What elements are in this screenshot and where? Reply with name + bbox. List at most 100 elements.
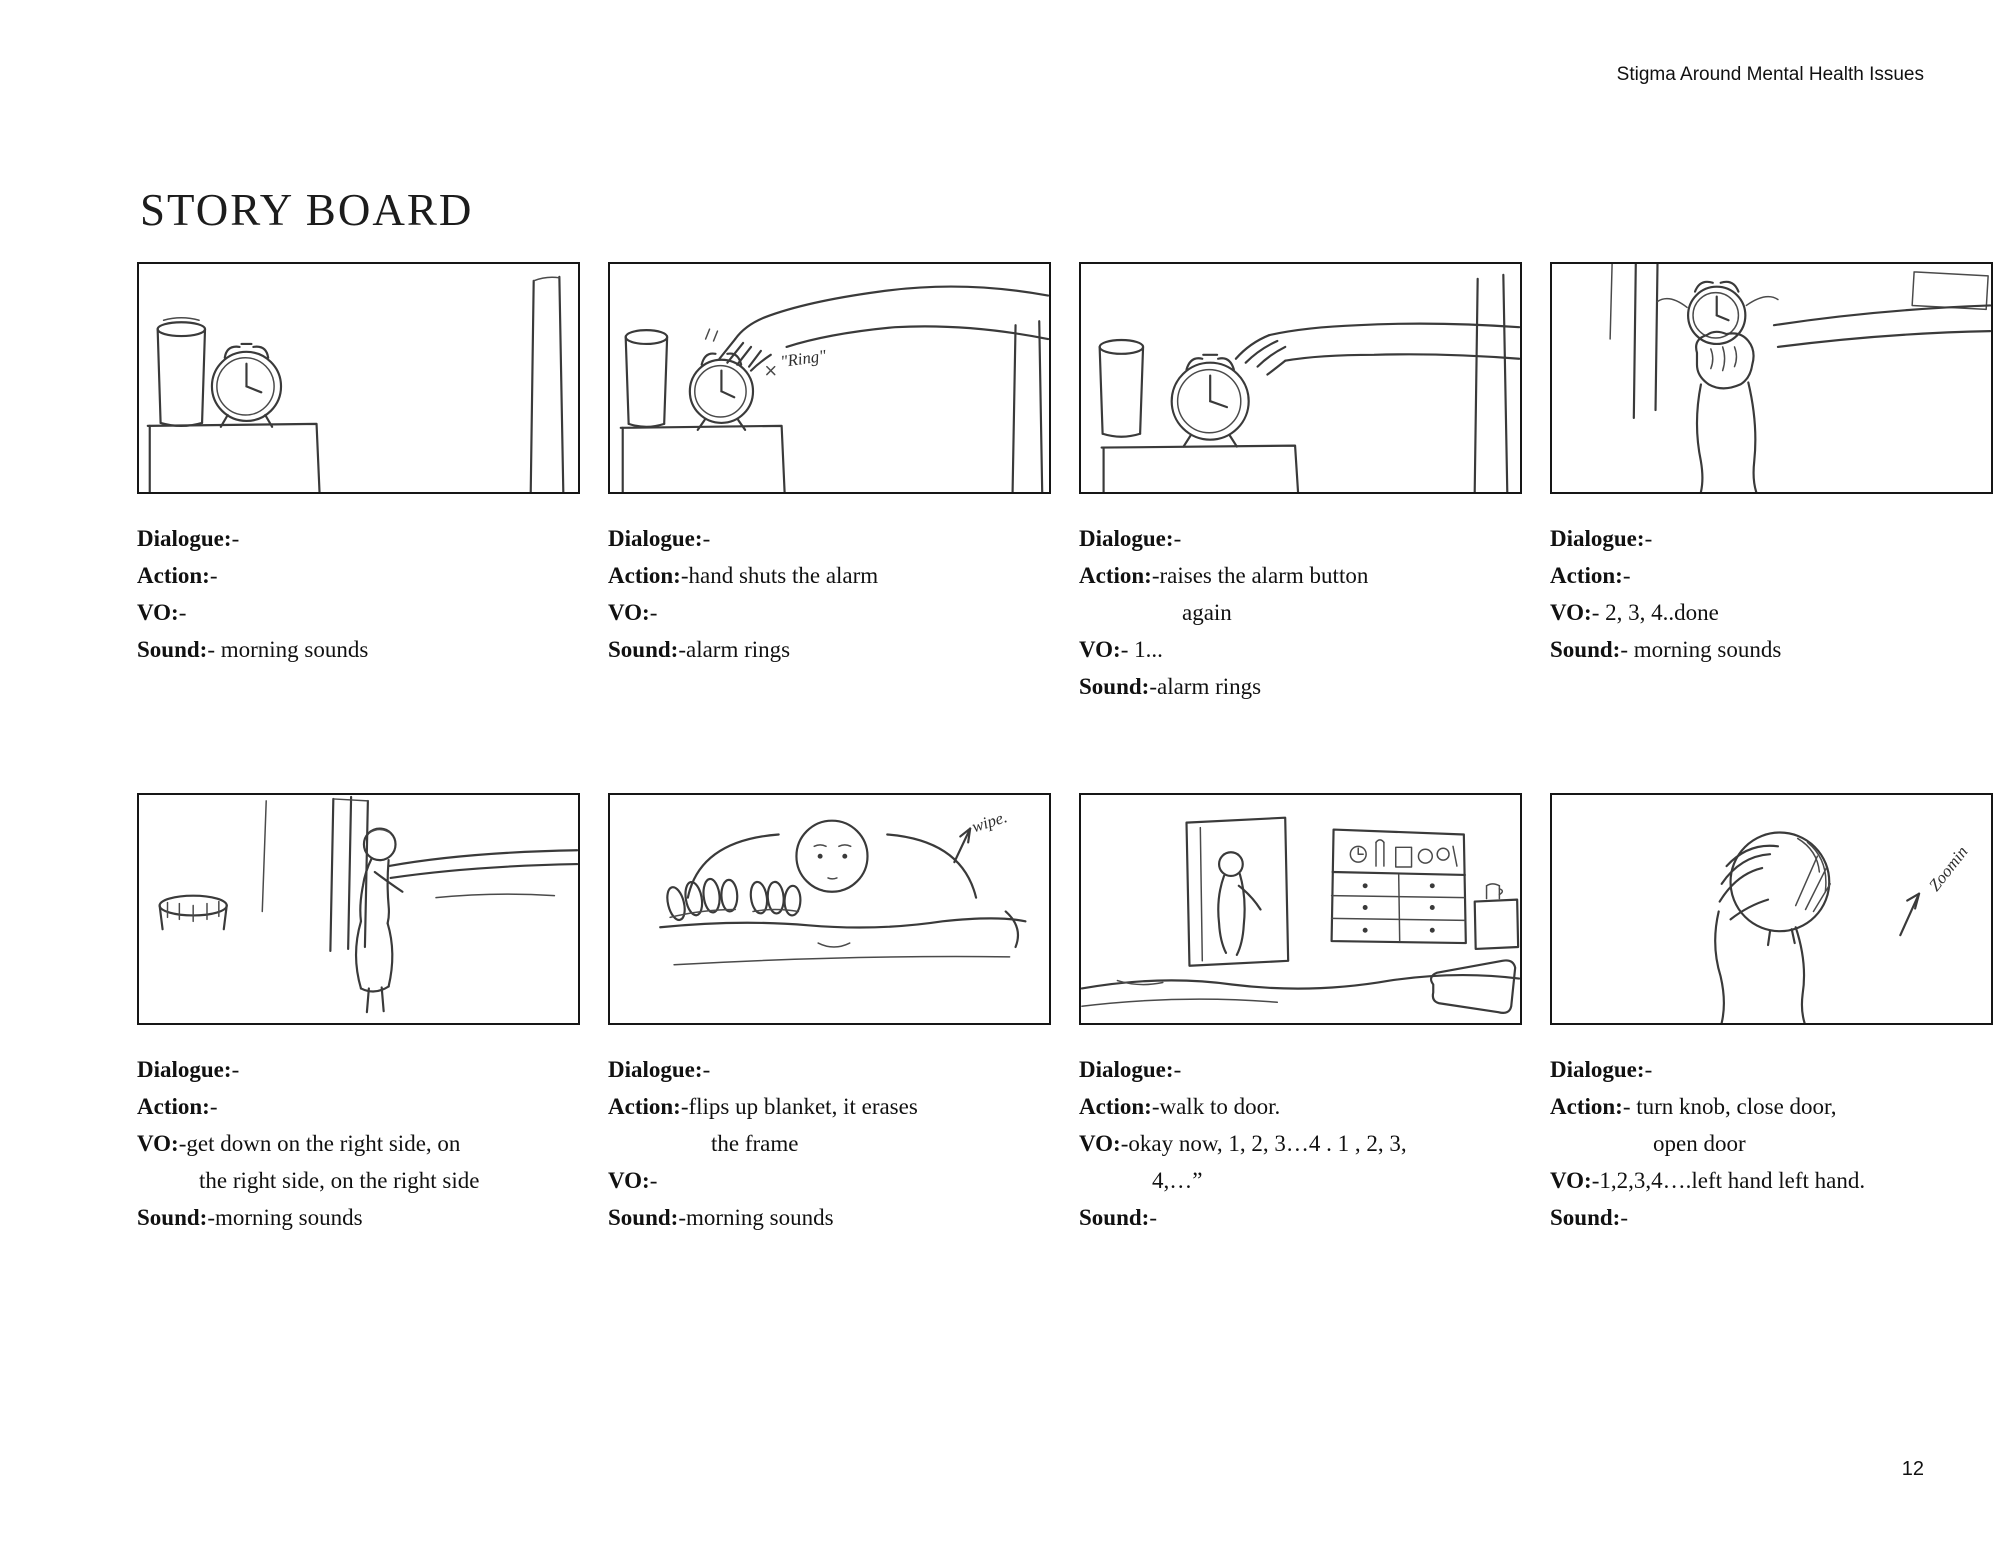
door-frame-drawing: [261, 795, 369, 953]
panel-notes: Dialogue:- Action:-raises the alarm butt…: [1079, 520, 1535, 705]
storyboard-panel-7: Dialogue:- Action:-walk to door. VO:-oka…: [1079, 793, 1535, 1236]
line-value: - 1...: [1120, 637, 1163, 662]
sketch-hand-shuts-alarm: "Ring": [619, 285, 1049, 492]
panel-sketch-frame: [137, 262, 580, 494]
line-value: -: [231, 1057, 240, 1082]
line-vo: VO:- 1...: [1079, 631, 1535, 668]
blanket-drawing: [659, 910, 1027, 966]
line-vo: VO:-okay now, 1, 2, 3…4 . 1 , 2, 3, 4,…”: [1079, 1125, 1535, 1199]
line-value: -: [1149, 1205, 1157, 1230]
line-vo: VO:-: [608, 594, 1064, 631]
door-frame-drawing: [1011, 320, 1044, 492]
line-action: Action:-: [137, 1088, 593, 1125]
line-value: -get down on the right side, on the righ…: [178, 1131, 480, 1193]
door-frame-drawing: [529, 275, 565, 492]
line-vo: VO:-: [137, 594, 593, 631]
line-value: -morning sounds: [678, 1205, 834, 1230]
line-label: Sound:: [1079, 674, 1150, 699]
nightstand-drawing: [619, 424, 786, 492]
storyboard-panel-1: Dialogue:- Action:- VO:- Sound:- morning…: [137, 262, 593, 668]
line-label: Action:: [137, 1094, 210, 1119]
page-title: STORY BOARD: [140, 185, 474, 235]
sketch-hand-holding-alarm: [1609, 264, 1991, 492]
panel-sketch-frame: Zoomin: [1550, 793, 1993, 1025]
line-dialogue: Dialogue:-: [1550, 520, 2000, 557]
line-label: VO:: [1550, 1168, 1592, 1193]
ring-sound-marks: [704, 328, 776, 376]
figure-drawing: [1217, 851, 1262, 956]
door-drawing: [1185, 816, 1290, 967]
bed-foreground-drawing: [1081, 959, 1520, 1014]
line-sound: Sound:-alarm rings: [1079, 668, 1535, 705]
line-sound: Sound:-: [1079, 1199, 1535, 1236]
line-value: -alarm rings: [678, 637, 791, 662]
panel-notes: Dialogue:- Action:-walk to door. VO:-oka…: [1079, 1051, 1535, 1236]
line-dialogue: Dialogue:-: [1079, 520, 1535, 557]
line-label: Dialogue:: [137, 526, 232, 551]
ring-annotation-text: "Ring": [779, 346, 828, 371]
panel-sketch-frame: [1079, 793, 1522, 1025]
line-value: -: [1644, 526, 1653, 551]
line-value: -: [209, 563, 218, 588]
line-sound: Sound:-morning sounds: [608, 1199, 1064, 1236]
figure-drawing: [355, 827, 578, 1014]
panel-notes: Dialogue:- Action:- VO:-get down on the …: [137, 1051, 593, 1236]
line-label: Action:: [137, 563, 210, 588]
sketch-hand-raises-alarm-button: [1098, 273, 1520, 492]
line-dialogue: Dialogue:-: [1079, 1051, 1535, 1088]
line-value: -: [209, 1094, 218, 1119]
line-dialogue: Dialogue:-: [608, 1051, 1064, 1088]
line-dialogue: Dialogue:-: [608, 520, 1064, 557]
line-value: -: [1622, 563, 1631, 588]
line-label: Sound:: [608, 1205, 679, 1230]
face-drawing: [795, 819, 869, 893]
line-value: - turn knob, close door, open door: [1622, 1094, 1837, 1156]
line-label: Sound:: [608, 637, 679, 662]
line-label: Action:: [608, 563, 681, 588]
line-label: VO:: [1550, 600, 1592, 625]
panel-notes: Dialogue:- Action:-hand shuts the alarm …: [608, 520, 1064, 668]
line-label: Action:: [608, 1094, 681, 1119]
fist-drawing: [1695, 330, 1758, 492]
line-value: -: [649, 1168, 658, 1193]
canister-drawing: [624, 329, 669, 428]
line-value: -walk to door.: [1151, 1094, 1281, 1119]
wipe-arrow: [953, 827, 972, 864]
line-action: Action:- turn knob, close door, open doo…: [1550, 1088, 2000, 1162]
panel-notes: Dialogue:- Action:- VO:- 2, 3, 4..done S…: [1550, 520, 2000, 668]
line-label: Dialogue:: [1550, 1057, 1645, 1082]
line-label: VO:: [608, 1168, 650, 1193]
line-value: -: [231, 526, 240, 551]
panel-notes: Dialogue:- Action:-flips up blanket, it …: [608, 1051, 1064, 1236]
storyboard-panel-5: Dialogue:- Action:- VO:-get down on the …: [137, 793, 593, 1236]
storyboard-panel-4: Dialogue:- Action:- VO:- 2, 3, 4..done S…: [1550, 262, 2000, 668]
line-label: Dialogue:: [608, 526, 703, 551]
page-number: 12: [1901, 1458, 1924, 1480]
line-value: -: [702, 1057, 711, 1082]
door-frame-drawing: [1609, 264, 1659, 420]
line-vo: VO:-1,2,3,4….left hand left hand.: [1550, 1162, 2000, 1199]
line-value: -: [1173, 1057, 1182, 1082]
sketch-hand-on-doorknob: Zoomin: [1714, 831, 1972, 1023]
bed-edge-drawing: [435, 893, 556, 899]
line-label: Dialogue:: [137, 1057, 232, 1082]
canister-drawing: [156, 317, 207, 427]
zoom-arrow: [1899, 892, 1921, 937]
line-label: Sound:: [137, 637, 208, 662]
reaching-arm-drawing: [1234, 322, 1520, 376]
line-sound: Sound:-: [1550, 1199, 2000, 1236]
panel-sketch-frame: [1550, 262, 1993, 494]
line-label: VO:: [137, 600, 179, 625]
page-header: Stigma Around Mental Health Issues: [1616, 64, 1924, 85]
line-label: Dialogue:: [1079, 1057, 1174, 1082]
line-value: -alarm rings: [1149, 674, 1262, 699]
sketch-figure-out-of-bed: [158, 795, 578, 1014]
line-label: Action:: [1550, 563, 1623, 588]
sketch-walk-to-door: [1081, 816, 1520, 1014]
shelf-drawing: [1330, 828, 1467, 945]
line-label: Sound:: [137, 1205, 208, 1230]
line-value: -: [649, 600, 658, 625]
line-value: -hand shuts the alarm: [680, 563, 879, 588]
line-value: -okay now, 1, 2, 3…4 . 1 , 2, 3, 4,…”: [1120, 1131, 1407, 1193]
